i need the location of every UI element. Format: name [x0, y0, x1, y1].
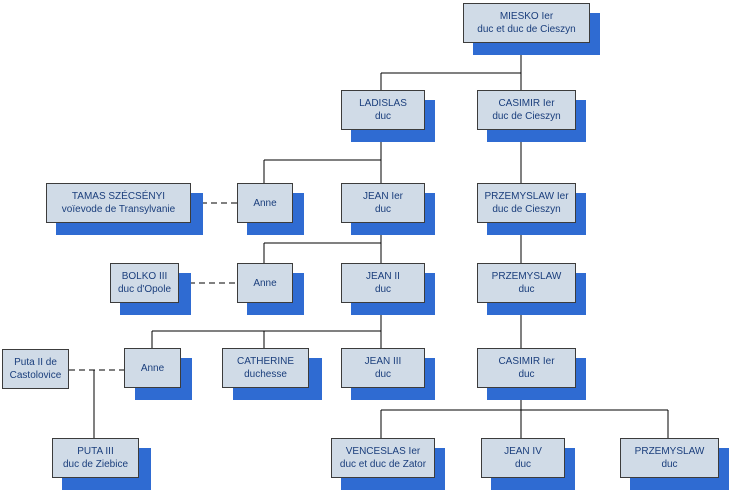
- person-box-catherine[interactable]: CATHERINE duchesse: [222, 348, 309, 388]
- person-name: MIESKO Ier: [499, 11, 554, 22]
- person-name: PRZEMYSLAW: [491, 271, 562, 282]
- person-title: duc: [518, 284, 535, 295]
- person-title: Castolovice: [9, 370, 62, 381]
- person-name: JEAN Ier: [362, 191, 403, 202]
- person-box-anne-2[interactable]: Anne: [237, 263, 293, 303]
- person-box-puta-3[interactable]: PUTA III duc de Ziebice: [52, 438, 139, 478]
- person-title: duc de Cieszyn: [492, 111, 561, 122]
- person-title: duc: [374, 204, 392, 215]
- person-name: TAMAS SZÉCSÉNYI: [71, 191, 166, 202]
- person-title: duc et duc de Zator: [339, 459, 427, 470]
- person-box-miesko[interactable]: MIESKO Ier duc et duc de Cieszyn: [463, 3, 590, 43]
- person-name: CATHERINE: [236, 356, 295, 367]
- person-box-jean-2[interactable]: JEAN II duc: [341, 263, 425, 303]
- person-name: CASIMIR Ier: [498, 356, 555, 367]
- person-box-casimir-2[interactable]: CASIMIR Ier duc: [477, 348, 576, 388]
- person-title: duc: [514, 459, 532, 470]
- person-name: JEAN II: [366, 271, 400, 282]
- person-title: duc: [374, 284, 392, 295]
- person-box-przemyslaw-1[interactable]: PRZEMYSLAW Ier duc de Cieszyn: [477, 183, 576, 223]
- person-box-jean-3[interactable]: JEAN III duc: [341, 348, 425, 388]
- person-name: Anne: [140, 362, 165, 374]
- person-name: LADISLAS: [359, 98, 407, 109]
- person-box-casimir-1[interactable]: CASIMIR Ier duc de Cieszyn: [477, 90, 576, 130]
- person-box-przemyslaw-3[interactable]: PRZEMYSLAW duc: [620, 438, 719, 478]
- person-title: duc: [374, 111, 392, 122]
- person-name: JEAN IV: [504, 446, 542, 457]
- person-name: JEAN III: [364, 356, 402, 367]
- person-title: duc de Cieszyn: [492, 204, 561, 215]
- person-box-anne-1[interactable]: Anne: [237, 183, 293, 223]
- person-name: VENCESLAS Ier: [345, 446, 421, 457]
- person-name: Anne: [253, 197, 277, 209]
- person-name: BOLKO III: [121, 271, 168, 282]
- person-title: duc de Ziebice: [62, 459, 129, 470]
- person-name: Puta II de: [14, 357, 57, 368]
- person-title: duc: [518, 369, 535, 380]
- person-title: duc et duc de Cieszyn: [477, 24, 576, 35]
- person-box-jean-4[interactable]: JEAN IV duc: [481, 438, 565, 478]
- person-title: duchesse: [244, 369, 287, 380]
- person-name: CASIMIR Ier: [498, 98, 555, 109]
- person-name: PRZEMYSLAW: [634, 446, 705, 457]
- person-box-przemyslaw-2[interactable]: PRZEMYSLAW duc: [477, 263, 576, 303]
- person-box-jean-1[interactable]: JEAN Ier duc: [341, 183, 425, 223]
- person-name: PUTA III: [77, 446, 114, 457]
- person-box-bolko[interactable]: BOLKO III duc d'Opole: [110, 263, 179, 303]
- person-title: voïevode de Transylvanie: [61, 204, 176, 215]
- person-box-tamas[interactable]: TAMAS SZÉCSÉNYI voïevode de Transylvanie: [46, 183, 191, 223]
- person-box-ladislas[interactable]: LADISLAS duc: [341, 90, 425, 130]
- person-name: PRZEMYSLAW Ier: [484, 191, 569, 202]
- person-box-anne-3[interactable]: Anne: [124, 348, 181, 388]
- person-title: duc: [661, 459, 678, 470]
- person-name: Anne: [253, 277, 277, 289]
- person-title: duc d'Opole: [117, 284, 172, 295]
- person-box-venceslas[interactable]: VENCESLAS Ier duc et duc de Zator: [331, 438, 435, 478]
- person-box-puta-2[interactable]: Puta II de Castolovice: [2, 349, 69, 389]
- person-title: duc: [374, 369, 392, 380]
